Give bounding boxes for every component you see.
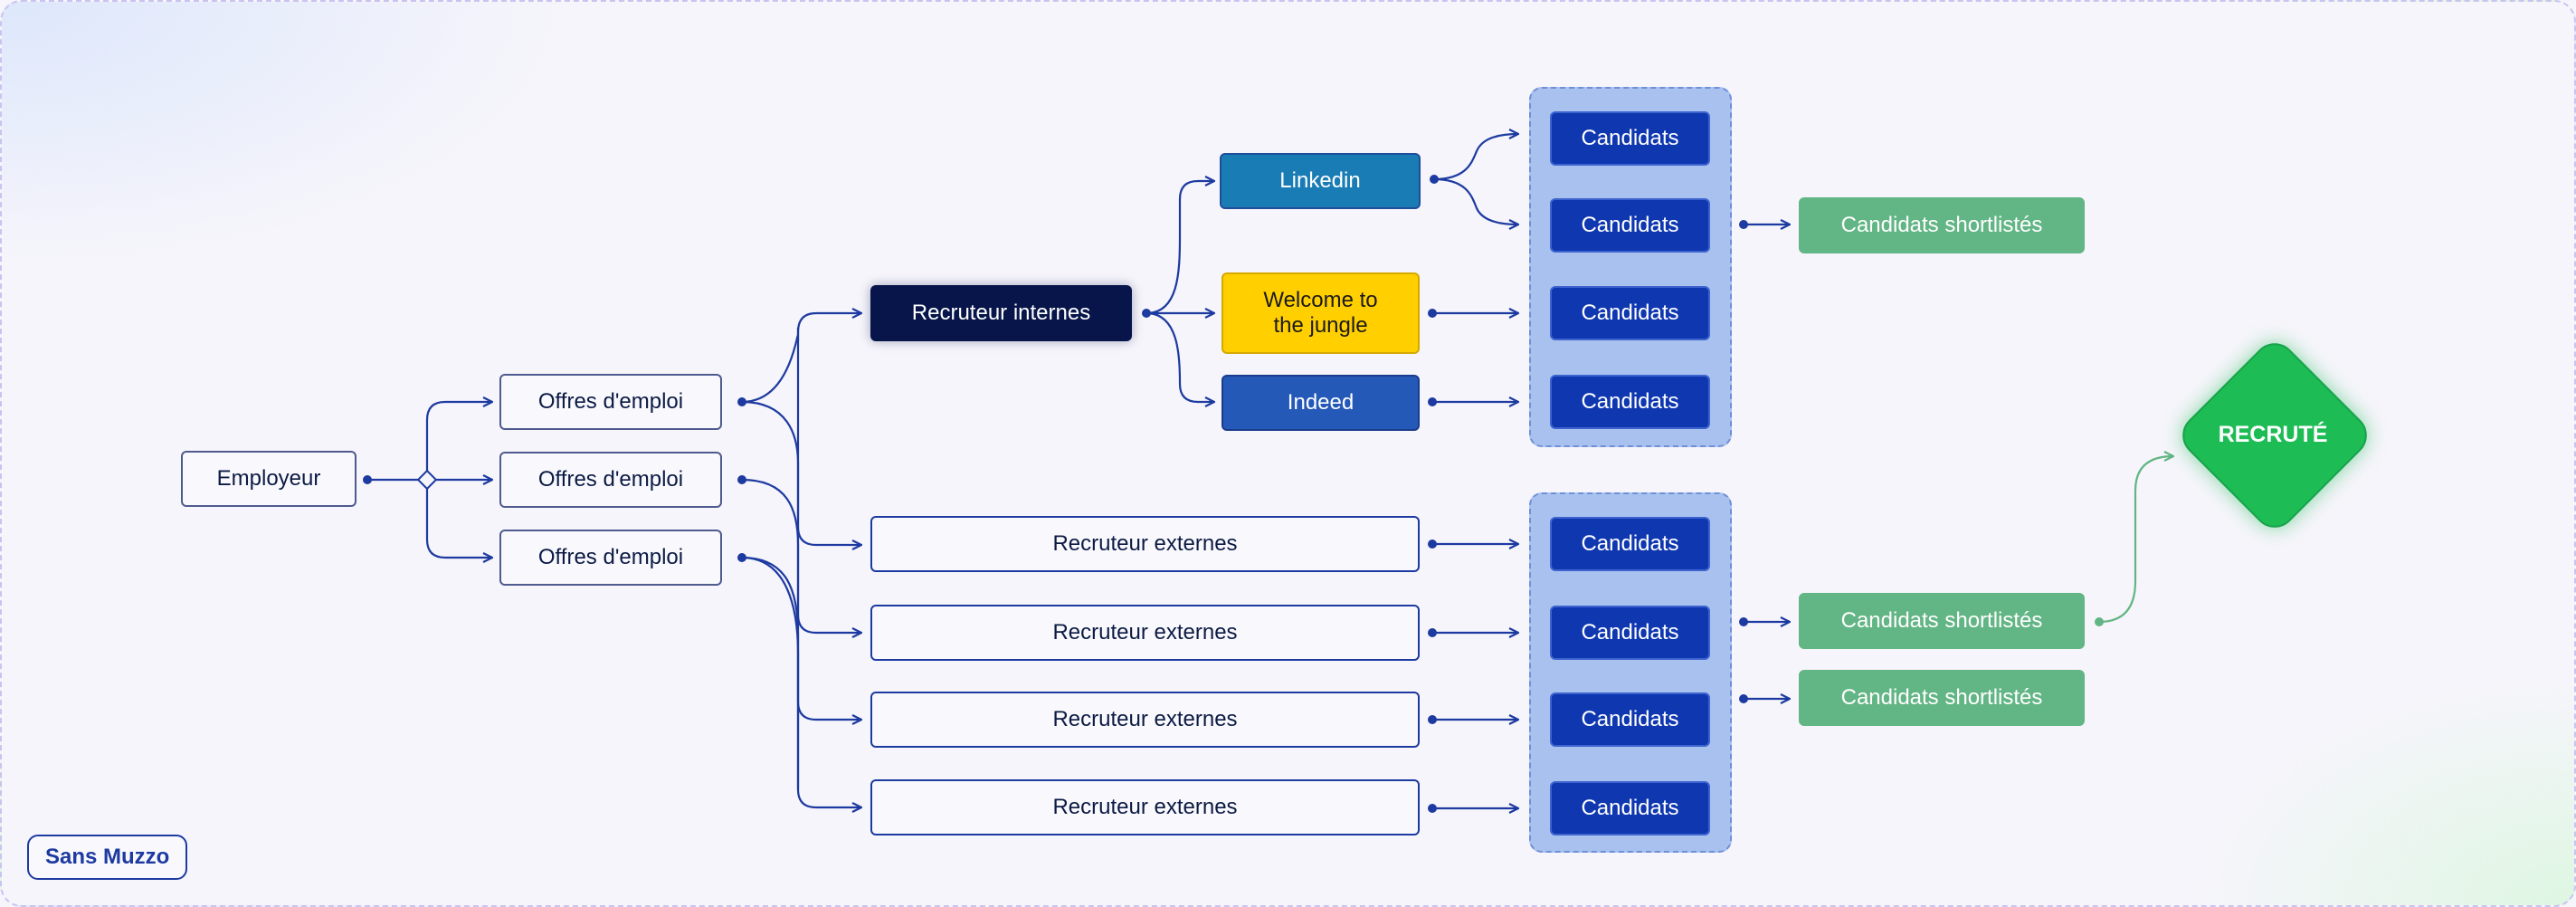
connector-offers-external-2 (741, 478, 861, 633)
connector-dot (1739, 617, 1748, 626)
connector-linkedin-cand-2 (1433, 177, 1518, 224)
brand-badge: Sans Muzzo (27, 835, 188, 880)
candidates-node[interactable]: Candidats (1550, 286, 1710, 340)
connector-dot (1428, 539, 1437, 549)
candidates-node[interactable]: Candidats (1550, 606, 1710, 660)
connector-dot (1428, 309, 1437, 318)
connector-dot (1428, 628, 1437, 637)
candidates-node[interactable]: Candidats (1550, 692, 1710, 747)
connector-to-offer-3 (425, 480, 492, 558)
connector-dot (1428, 804, 1437, 813)
linkedin-node[interactable]: Linkedin (1220, 153, 1421, 209)
connector-to-offer-1 (425, 402, 492, 480)
external-recruiter-node[interactable]: Recruteur externes (870, 779, 1420, 835)
indeed-node[interactable]: Indeed (1221, 375, 1420, 431)
split-diamond (416, 469, 438, 491)
connector-dot (1428, 397, 1437, 406)
connector-dot (737, 553, 746, 562)
welcome-to-the-jungle-node[interactable]: Welcome to the jungle (1221, 272, 1420, 354)
employer-node[interactable]: Employeur (181, 451, 356, 507)
job-offer-node[interactable]: Offres d'emploi (499, 452, 722, 508)
connector-dot (1739, 220, 1748, 229)
internal-recruiter-node[interactable]: Recruteur internes (870, 285, 1132, 341)
candidates-node[interactable]: Candidats (1550, 198, 1710, 253)
connector-dot (363, 475, 372, 484)
shortlisted-node[interactable]: Candidats shortlistés (1799, 197, 2085, 253)
shortlisted-node[interactable]: Candidats shortlistés (1799, 670, 2085, 726)
connector-offers-external-1 (741, 400, 861, 545)
connector-to-linkedin (1145, 181, 1214, 315)
connector-dot (737, 397, 746, 406)
connector-dot (1430, 175, 1439, 184)
connector-to-indeed (1145, 311, 1214, 402)
connector-dot (2095, 617, 2104, 626)
candidates-node[interactable]: Candidats (1550, 375, 1710, 429)
connector-dot (1739, 694, 1748, 703)
candidates-node[interactable]: Candidats (1550, 517, 1710, 571)
connector-dot (1428, 715, 1437, 724)
external-recruiter-node[interactable]: Recruteur externes (870, 516, 1420, 572)
job-offer-node[interactable]: Offres d'emploi (499, 530, 722, 586)
connector-offers-external-3 (741, 556, 861, 720)
candidates-node[interactable]: Candidats (1550, 781, 1710, 835)
connector-dot (1142, 309, 1151, 318)
hired-label: RECRUTÉ (2218, 422, 2328, 447)
connector-dot (737, 475, 746, 484)
connector-shortlist-hired (2098, 456, 2173, 624)
shortlisted-node[interactable]: Candidats shortlistés (1799, 593, 2085, 649)
connector-offers-internal (741, 313, 861, 404)
external-recruiter-node[interactable]: Recruteur externes (870, 605, 1420, 661)
job-offer-node[interactable]: Offres d'emploi (499, 374, 722, 430)
candidates-node[interactable]: Candidats (1550, 111, 1710, 166)
external-recruiter-node[interactable]: Recruteur externes (870, 692, 1420, 748)
connector-offers-external-4 (741, 556, 861, 807)
connector-linkedin-cand-1 (1433, 134, 1518, 181)
